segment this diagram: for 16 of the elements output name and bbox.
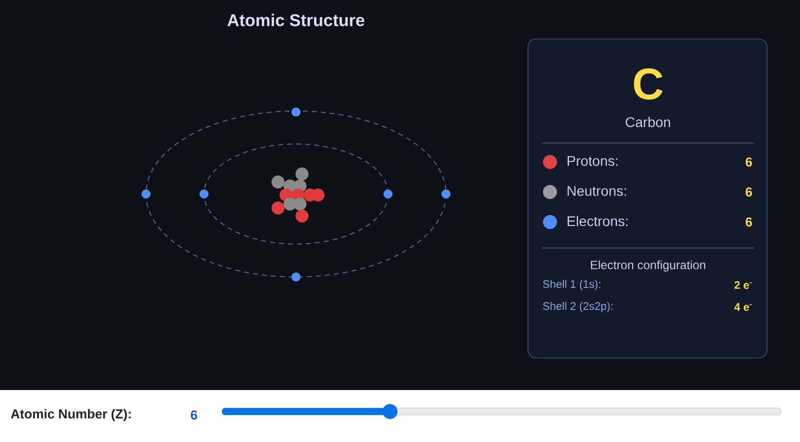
shell-value: 4 e$^{-}$ bbox=[734, 303, 752, 311]
count-value: 6 bbox=[746, 187, 752, 197]
count-value: 6 bbox=[746, 157, 752, 167]
slider-label: Atomic Number (Z): bbox=[10, 408, 131, 422]
shell-label: Shell 2 (2s2p): bbox=[543, 302, 612, 312]
shell-label: Shell 1 (1s): bbox=[543, 280, 600, 290]
legend-label: Protons: bbox=[568, 156, 618, 166]
shell-value: 2 e$^{-}$ bbox=[734, 281, 752, 289]
slider-value: 6 bbox=[190, 410, 198, 420]
section-heading: Electron configuration bbox=[590, 260, 706, 272]
title: Atomic Structure bbox=[227, 14, 364, 26]
element-name: Carbon bbox=[626, 116, 670, 128]
element-symbol: C bbox=[634, 68, 663, 100]
count-value: 6 bbox=[746, 217, 752, 227]
legend-label: Neutrons: bbox=[568, 186, 626, 196]
legend-label: Electrons: bbox=[568, 216, 628, 226]
